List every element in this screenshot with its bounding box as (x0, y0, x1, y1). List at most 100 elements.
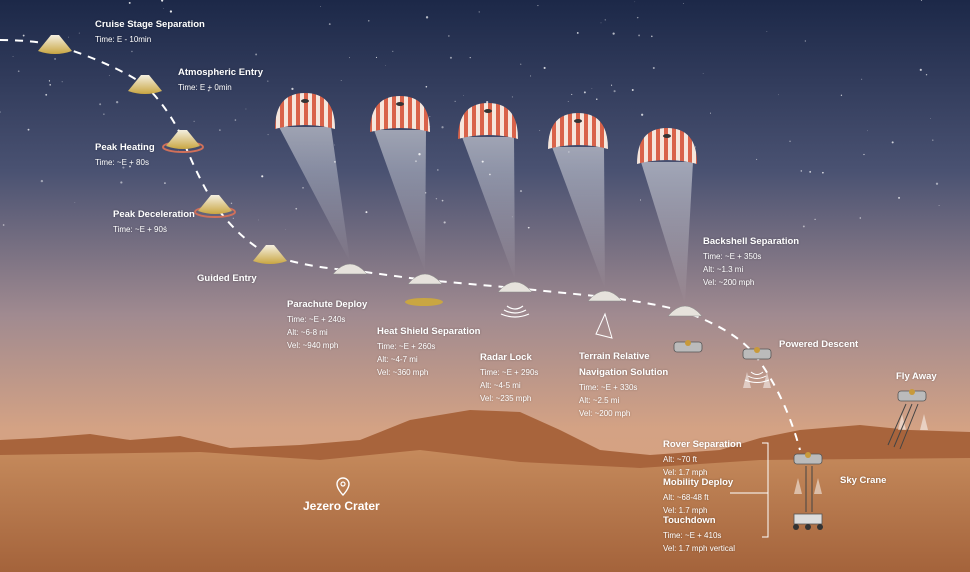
capsule (38, 35, 72, 54)
star (631, 89, 634, 92)
star (519, 190, 523, 193)
star (17, 70, 20, 73)
capsule (253, 245, 287, 264)
parachute-lines (462, 137, 515, 280)
stage-detail: Time: ~E + 240s (287, 315, 346, 324)
star (611, 84, 613, 86)
star (449, 56, 452, 59)
star (425, 85, 428, 88)
star (596, 98, 598, 100)
radar-wave-icon (506, 305, 524, 310)
backshell (587, 290, 623, 302)
star (804, 40, 806, 42)
parachute (370, 96, 430, 132)
parachute-lines (279, 127, 350, 262)
star (537, 4, 539, 7)
star (375, 56, 378, 59)
star (115, 101, 119, 104)
star (859, 217, 861, 219)
star (267, 80, 269, 82)
star (448, 35, 450, 37)
star (54, 58, 56, 60)
backshell (332, 263, 368, 275)
star (128, 1, 131, 4)
stage-title: Parachute Deploy (287, 299, 368, 310)
star (78, 32, 80, 34)
star (861, 78, 863, 80)
star (636, 16, 639, 19)
star (898, 196, 901, 199)
stage-title: Backshell Separation (703, 236, 800, 247)
star (604, 19, 606, 21)
star (334, 144, 336, 146)
stage-detail: Alt: ~6-8 mi (287, 328, 328, 337)
radar-wave-icon (744, 379, 770, 383)
stage-detail: Time: ~E + 290s (480, 368, 539, 377)
star (108, 75, 110, 76)
star (651, 35, 653, 38)
star (245, 108, 247, 110)
descent-stage (793, 452, 823, 465)
backshell (407, 273, 443, 285)
star (612, 32, 615, 35)
star (435, 198, 438, 200)
star (103, 113, 105, 115)
stage-title: Peak Deceleration (113, 209, 195, 220)
star (638, 34, 640, 37)
stage-detail: Time: ~E + 260s (377, 342, 436, 351)
star (367, 20, 370, 22)
star (291, 87, 294, 90)
star (814, 218, 816, 221)
stage-title: Heat Shield Separation (377, 326, 481, 337)
parachute (637, 128, 697, 164)
stage-detail: Vel: 1.7 mph (663, 506, 708, 515)
star (261, 175, 264, 178)
radar-wave-icon (500, 313, 530, 318)
star (425, 16, 429, 19)
star (443, 221, 446, 224)
star (478, 11, 480, 13)
parachute (275, 93, 335, 129)
star (511, 96, 513, 98)
star (530, 75, 532, 77)
star (935, 182, 939, 185)
star (789, 140, 791, 143)
spacecraft (38, 35, 928, 530)
star (320, 5, 322, 7)
star (919, 68, 922, 71)
stage-title: Atmospheric Entry (178, 67, 263, 78)
star (920, 0, 923, 2)
star (68, 36, 69, 38)
bracket (762, 442, 769, 538)
stage-detail: Time: E + 0min (178, 83, 232, 92)
bridle-cables (805, 466, 813, 512)
stage-detail: Alt: ~4-7 mi (377, 355, 418, 364)
stage-detail: Vel: ~360 mph (377, 368, 429, 377)
star (583, 91, 586, 94)
stage-detail: Vel: 1.7 mph vertical (663, 544, 736, 553)
star (600, 22, 602, 24)
star (429, 116, 431, 117)
star (938, 204, 940, 207)
star (232, 217, 234, 219)
star (591, 87, 593, 89)
star (219, 129, 221, 131)
star (634, 1, 636, 3)
star (27, 128, 30, 131)
star (234, 119, 237, 121)
stage-detail: Vel: ~940 mph (287, 341, 339, 350)
star (120, 181, 123, 184)
star (682, 2, 684, 4)
star (709, 112, 711, 114)
star (74, 202, 76, 204)
stage-detail: Vel: 1.7 mph (663, 468, 708, 477)
star (866, 130, 868, 132)
